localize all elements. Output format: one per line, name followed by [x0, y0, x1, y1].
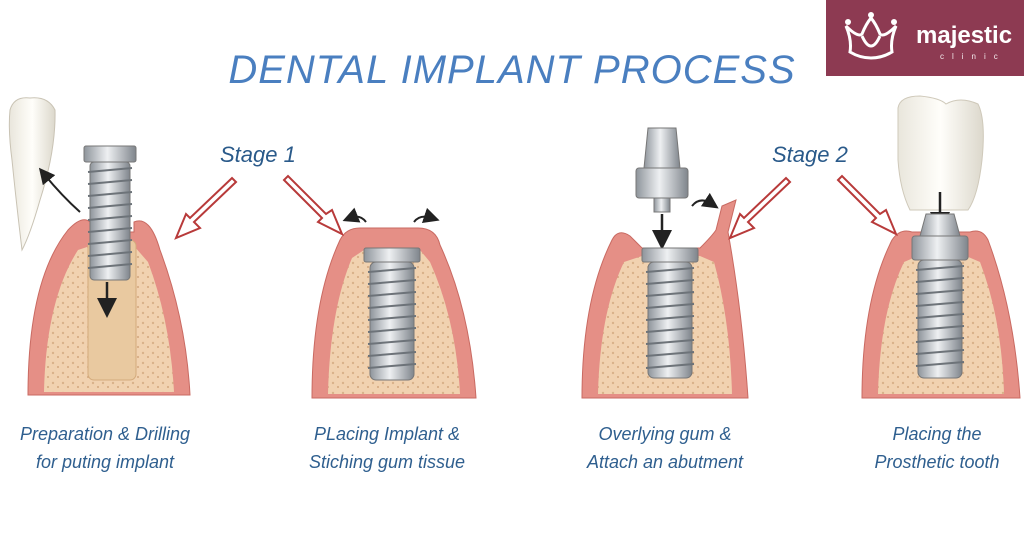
panel-placing-implant	[312, 217, 476, 398]
panel-preparation	[9, 98, 190, 395]
caption-step-3: Overlying gum & Attach an abutment	[550, 420, 780, 476]
panel-abutment	[582, 128, 748, 398]
stitch-arrow-right	[414, 217, 432, 222]
abutment	[912, 214, 968, 260]
caption-line: Attach an abutment	[550, 448, 780, 476]
abutment	[636, 128, 688, 212]
gum-fold-arrow	[692, 200, 712, 206]
stage1-arrow-left	[176, 178, 236, 238]
caption-line: for puting implant	[0, 448, 220, 476]
implant-screw	[84, 146, 136, 280]
stage2-arrow-right	[838, 176, 896, 234]
implant-screw	[916, 260, 964, 378]
implant-screw	[364, 248, 420, 380]
caption-step-2: PLacing Implant & Stiching gum tissue	[272, 420, 502, 476]
caption-line: Placing the	[822, 420, 1024, 448]
implant-screw	[642, 248, 698, 378]
stage2-arrow-left	[730, 178, 790, 238]
caption-step-4: Placing the Prosthetic tooth	[822, 420, 1024, 476]
extract-arrow	[44, 174, 80, 212]
stage-1-label: Stage 1	[220, 142, 296, 168]
stage1-arrow-right	[284, 176, 342, 234]
stitch-arrow-left	[350, 217, 366, 222]
extracted-tooth	[9, 98, 55, 250]
caption-line: Preparation & Drilling	[0, 420, 220, 448]
caption-line: PLacing Implant &	[272, 420, 502, 448]
caption-line: Stiching gum tissue	[272, 448, 502, 476]
panel-prosthetic	[862, 96, 1020, 398]
caption-step-1: Preparation & Drilling for puting implan…	[0, 420, 220, 476]
stage-2-label: Stage 2	[772, 142, 848, 168]
caption-line: Overlying gum &	[550, 420, 780, 448]
caption-line: Prosthetic tooth	[822, 448, 1024, 476]
